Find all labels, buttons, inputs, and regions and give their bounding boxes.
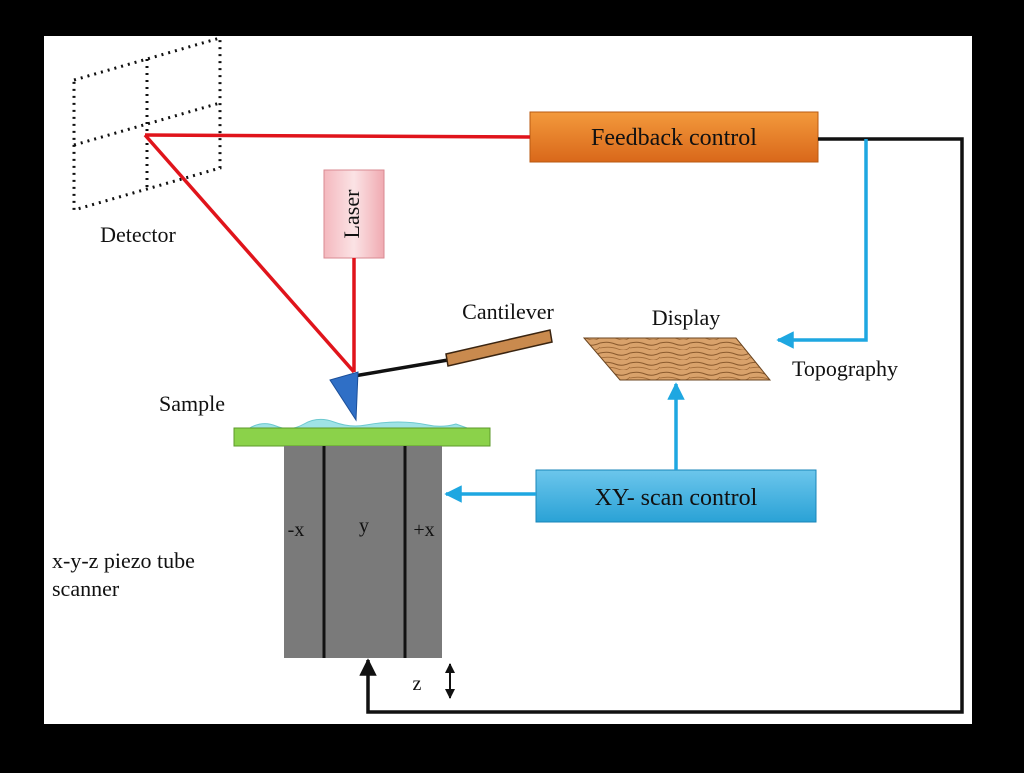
feedback-control-label: Feedback control (591, 125, 757, 151)
electrode-y: y (359, 515, 369, 537)
laser-box: Laser (323, 169, 385, 259)
laser-beam (143, 133, 531, 374)
topography-label: Topography (792, 356, 898, 381)
xy-scan-control-box: XY- scan control (535, 469, 817, 523)
scanner-label-line2: scanner (52, 576, 120, 601)
detector-label: Detector (100, 222, 176, 247)
feedback-loop-line (359, 137, 964, 714)
display-label: Display (652, 305, 720, 330)
sample-stage (233, 427, 491, 447)
laser-label: Laser (339, 189, 364, 239)
electrode-plus-x: +x (413, 519, 434, 541)
sample-label: Sample (159, 391, 225, 416)
sample-surface (246, 418, 471, 430)
cantilever-body (445, 329, 553, 367)
feedback-control-box: Feedback control (529, 111, 819, 163)
xy-scan-control-label: XY- scan control (595, 485, 758, 511)
topography-arrow (776, 139, 868, 349)
detector-icon (72, 36, 222, 212)
piezo-tube-scanner: -x y +x (284, 446, 442, 658)
cantilever-label: Cantilever (462, 299, 554, 324)
cantilever-arm (353, 358, 449, 378)
probe-tip (329, 371, 359, 422)
display-topography-image (582, 337, 772, 381)
z-axis-label: z (413, 673, 422, 695)
electrode-minus-x: -x (288, 519, 305, 541)
scanner-label-line1: x-y-z piezo tube (52, 548, 195, 573)
